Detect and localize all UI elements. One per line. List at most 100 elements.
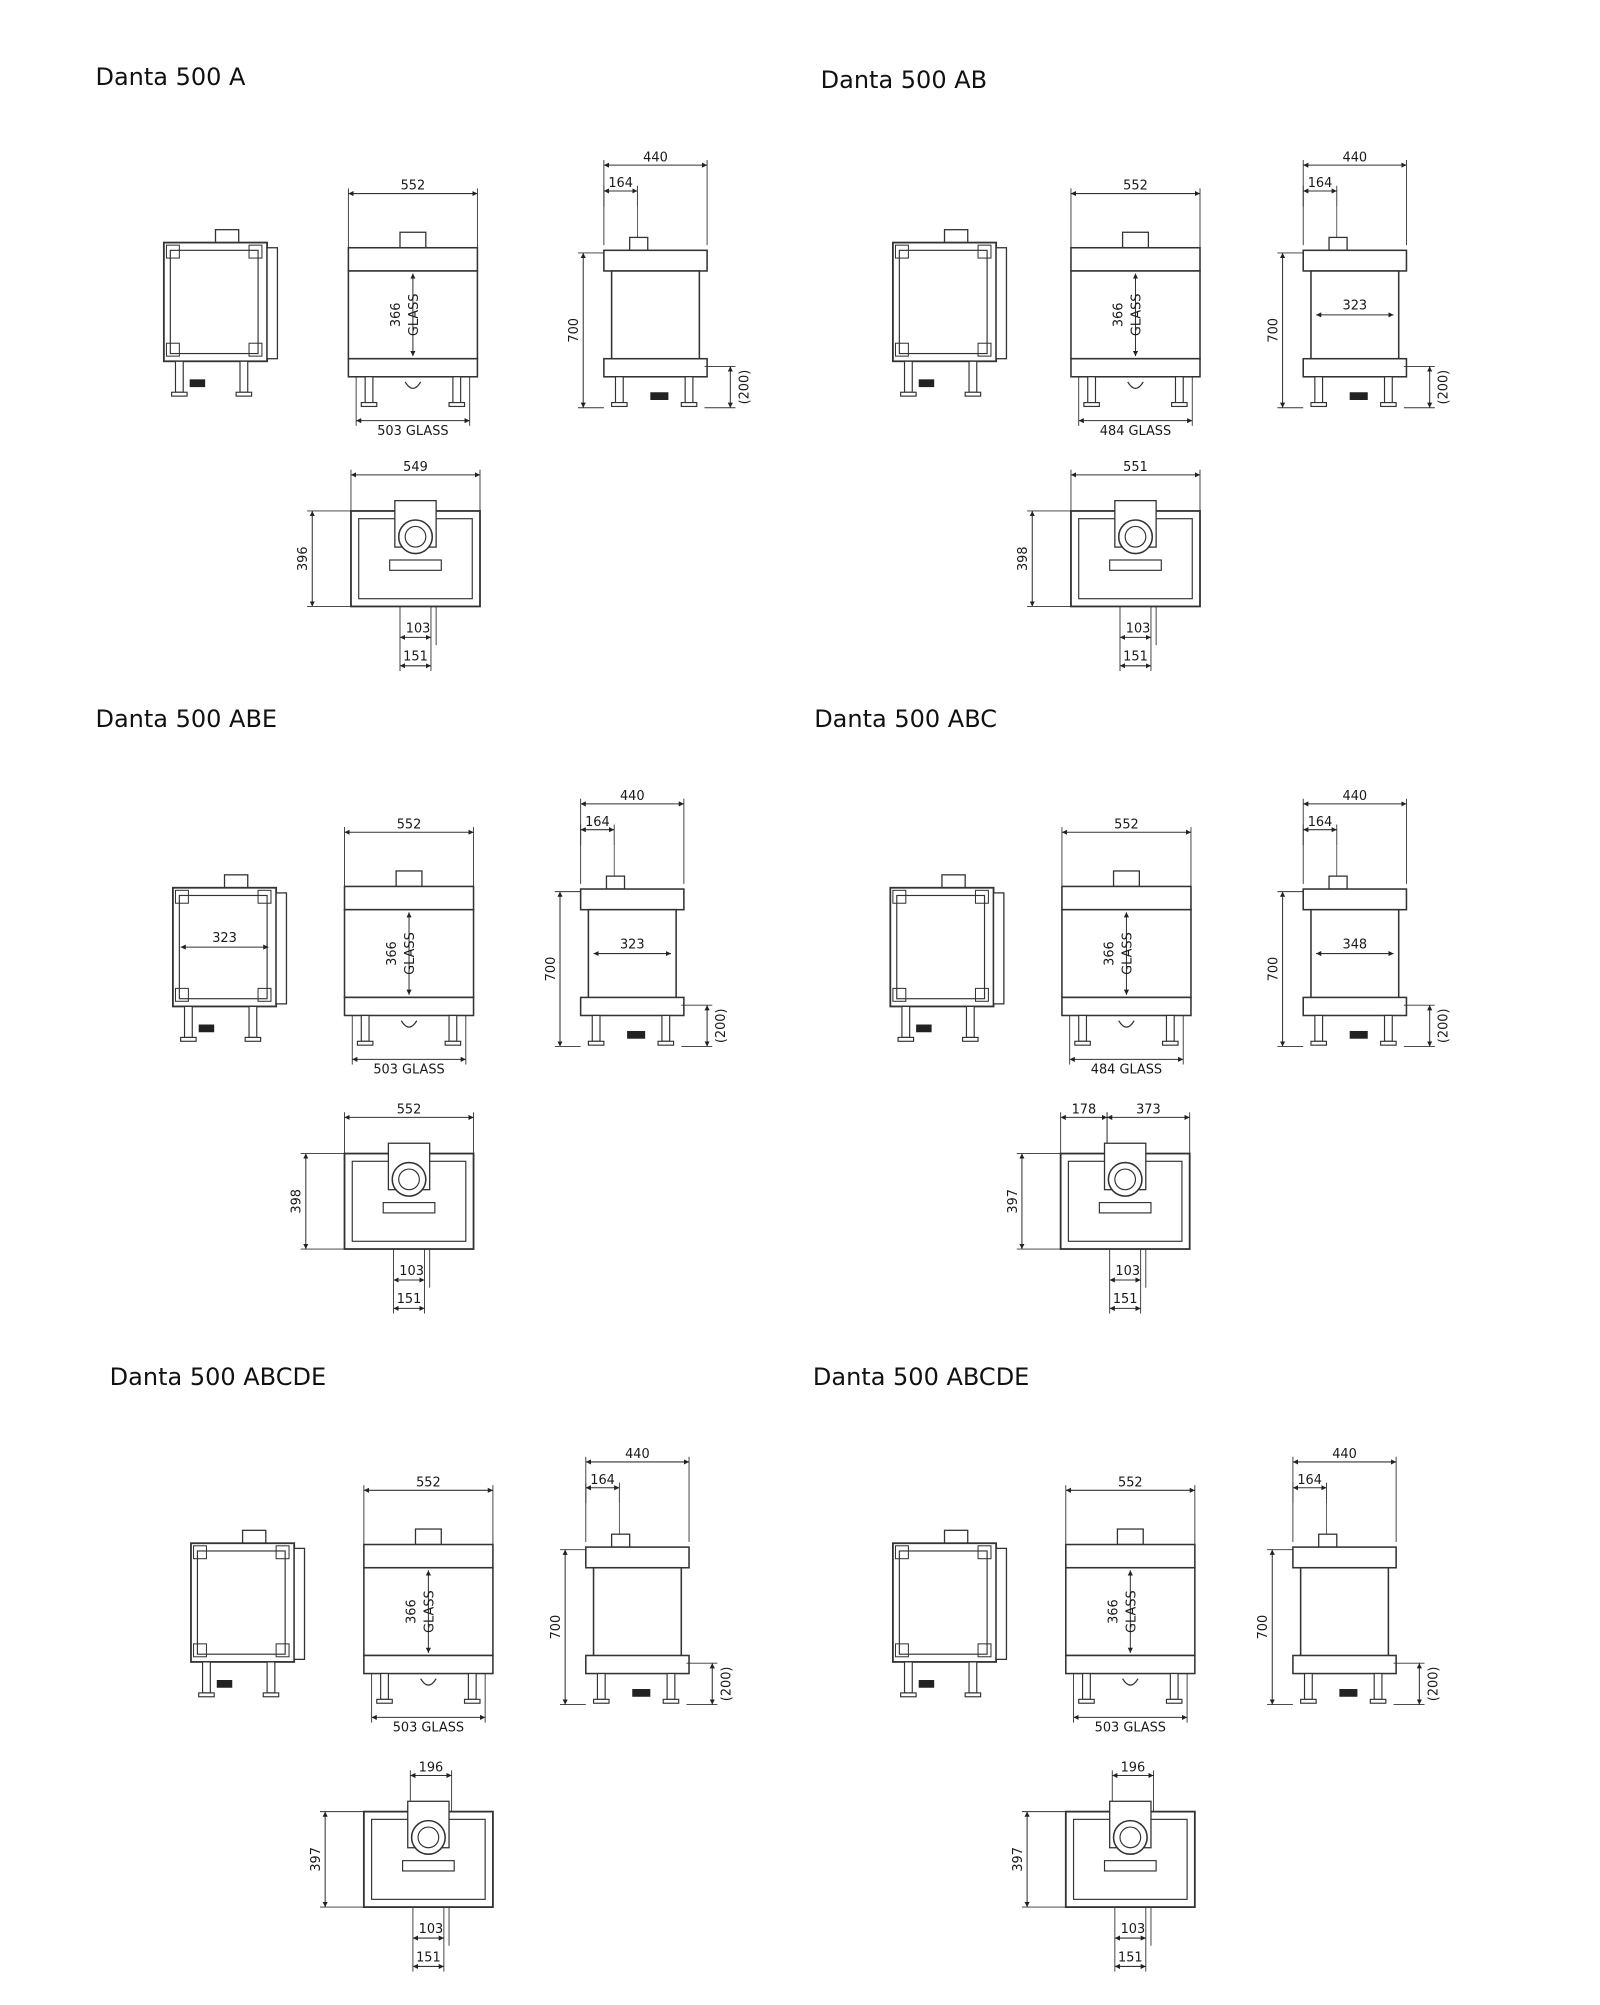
side-depth-label: 440 xyxy=(1343,789,1368,804)
gas-valve xyxy=(650,392,669,400)
leg-height-label: (200) xyxy=(714,1008,729,1043)
corner-bracket xyxy=(894,1545,909,1560)
bottom-frame xyxy=(1292,1654,1397,1675)
leg xyxy=(684,376,694,404)
front-width-label: 552 xyxy=(1114,817,1139,832)
dimension-151-label: 151 xyxy=(1118,1950,1143,1965)
flue-outlet xyxy=(1117,519,1154,555)
top-flue-width-label: 196 xyxy=(1121,1761,1146,1776)
dimension-103-label: 103 xyxy=(1121,1922,1146,1937)
flue-collar xyxy=(943,229,969,244)
flue-inner xyxy=(417,1826,440,1849)
glass-word-label: GLASS xyxy=(403,932,418,975)
leg-foot xyxy=(1380,1040,1397,1046)
leg xyxy=(1169,1672,1179,1700)
gas-valve xyxy=(632,1689,651,1697)
gas-pipe xyxy=(1118,1020,1135,1028)
top-frame xyxy=(1065,1543,1196,1569)
leg-foot xyxy=(171,391,188,397)
flue-outlet xyxy=(410,1819,446,1855)
bottom-frame xyxy=(1070,357,1201,378)
leg-foot xyxy=(964,391,982,397)
glass-height-label: 366 xyxy=(385,941,400,966)
side-glass xyxy=(592,1566,683,1659)
side-height-label: 700 xyxy=(567,318,582,343)
flue-inner xyxy=(1114,1168,1137,1191)
leg-foot xyxy=(376,1698,393,1704)
front-glass-width-label: 503 GLASS xyxy=(1095,1721,1166,1736)
leg-foot xyxy=(1380,402,1397,408)
gas-valve xyxy=(1349,1030,1368,1039)
leg-foot xyxy=(1162,1040,1179,1046)
gas-pipe xyxy=(1122,1678,1139,1686)
leg xyxy=(174,360,184,393)
bottom-frame xyxy=(343,996,475,1017)
corner-bracket xyxy=(894,342,909,357)
flue-collar xyxy=(1116,1528,1144,1546)
burner-bar xyxy=(1098,1202,1152,1214)
front-width-label: 552 xyxy=(416,1475,441,1490)
glass-height-label: 366 xyxy=(1112,303,1127,328)
leg xyxy=(183,1005,193,1038)
corner-bracket xyxy=(275,1545,290,1560)
gas-pipe xyxy=(1127,381,1144,390)
flue-inner xyxy=(404,525,427,548)
leg xyxy=(248,1005,258,1038)
side-height-label: 700 xyxy=(1266,957,1281,982)
leg xyxy=(596,1672,606,1700)
gas-valve xyxy=(918,1680,935,1688)
leg xyxy=(1174,376,1184,404)
front-glass-width-label: 503 GLASS xyxy=(373,1063,444,1078)
bottom-frame xyxy=(579,996,685,1017)
flue-collar xyxy=(1328,236,1348,251)
gas-valve xyxy=(916,1024,932,1033)
side-inner-width-label: 348 xyxy=(1343,937,1368,952)
side-glass xyxy=(1310,908,1400,1001)
burner-bar xyxy=(1109,559,1162,571)
bottom-frame xyxy=(585,1654,690,1675)
model-title: Danta 500 AB xyxy=(820,65,988,94)
top-depth-label: 397 xyxy=(309,1847,324,1872)
glass-height-label: 366 xyxy=(1103,941,1118,966)
front-glass-width-label: 503 GLASS xyxy=(377,424,448,439)
flue-collar xyxy=(629,236,649,251)
side-panel xyxy=(995,247,1008,360)
leg xyxy=(360,1014,370,1042)
flue-outlet xyxy=(1107,1161,1143,1197)
leg-foot xyxy=(1300,1698,1317,1704)
flue-collar xyxy=(1318,1533,1338,1548)
corner-bracket xyxy=(894,244,909,259)
corner-bracket xyxy=(977,1545,992,1560)
glass-outline xyxy=(896,894,986,1000)
flue-inner xyxy=(1124,525,1147,548)
leg-foot xyxy=(180,1036,197,1042)
leg-foot xyxy=(961,1036,979,1042)
top-frame xyxy=(1070,246,1201,272)
front-glass-width-label: 484 GLASS xyxy=(1091,1063,1162,1078)
flue-collar xyxy=(214,229,240,244)
side-panel xyxy=(293,1547,306,1660)
body xyxy=(892,241,998,363)
top-flue-width-label: 196 xyxy=(419,1761,444,1776)
side-depth-label: 440 xyxy=(643,150,668,165)
flue-collar xyxy=(399,231,427,249)
top-frame xyxy=(603,249,708,272)
gas-valve xyxy=(627,1030,646,1039)
top-depth-label: 397 xyxy=(1011,1847,1026,1872)
gas-valve xyxy=(1339,1689,1358,1697)
leg-height-label: (200) xyxy=(719,1667,734,1702)
flue-offset-label: 164 xyxy=(1297,1473,1322,1488)
corner-bracket xyxy=(165,342,180,357)
corner-bracket xyxy=(894,1643,909,1658)
body xyxy=(162,241,268,363)
glass-word-label: GLASS xyxy=(423,1590,438,1633)
body xyxy=(892,1542,998,1663)
side-glass xyxy=(1310,270,1400,363)
leg xyxy=(202,1661,211,1694)
leg xyxy=(1383,376,1393,404)
top-frame xyxy=(343,885,475,911)
